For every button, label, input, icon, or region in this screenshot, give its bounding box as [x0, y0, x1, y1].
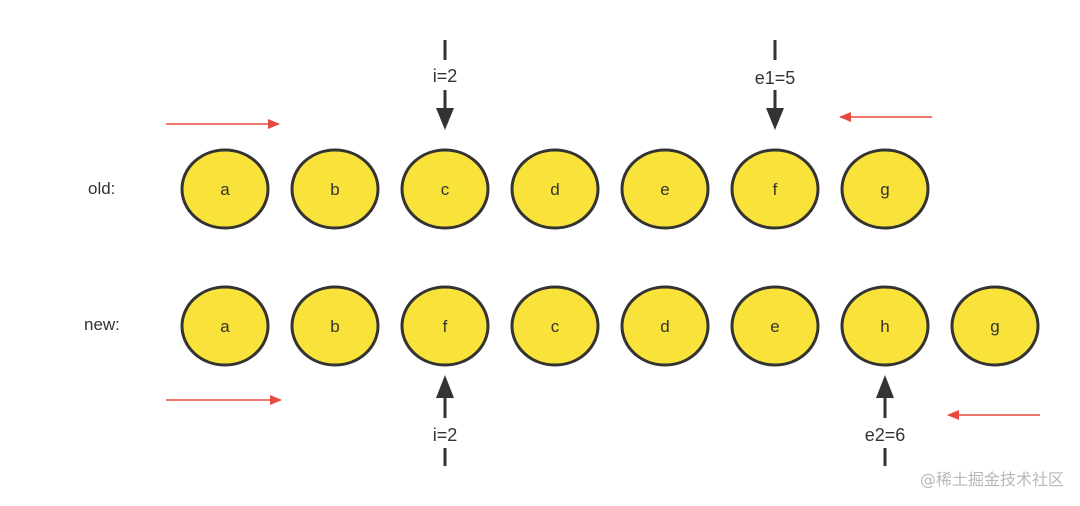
old-node-e: e — [620, 148, 710, 230]
new-row-label: new: — [84, 315, 120, 334]
node-label: e — [660, 180, 669, 199]
arrow-down-icon — [436, 108, 454, 130]
old-node-c: c — [400, 148, 490, 230]
node-circle — [620, 285, 710, 367]
node-label: c — [441, 180, 450, 199]
node-circle — [840, 148, 930, 230]
node-circle — [400, 285, 490, 367]
node-circle — [510, 148, 600, 230]
node-label: c — [551, 317, 560, 336]
old-row: a b c d e f g — [180, 148, 930, 230]
node-circle — [730, 148, 820, 230]
new-node-h: h — [840, 285, 930, 367]
node-label: b — [330, 180, 339, 199]
new-node-b: b — [290, 285, 380, 367]
node-label: d — [550, 180, 559, 199]
arrow-up-icon — [876, 375, 894, 398]
old-e1-pointer: e1=5 — [755, 40, 796, 130]
node-label: g — [990, 317, 999, 336]
new-i-pointer-label: i=2 — [433, 425, 458, 445]
old-node-d: d — [510, 148, 600, 230]
node-label: b — [330, 317, 339, 336]
old-node-b: b — [290, 148, 380, 230]
node-circle — [290, 148, 380, 230]
node-circle — [620, 148, 710, 230]
node-circle — [840, 285, 930, 367]
node-label: g — [880, 180, 889, 199]
node-label: e — [770, 317, 779, 336]
node-circle — [510, 285, 600, 367]
old-e1-pointer-label: e1=5 — [755, 68, 796, 88]
old-i-pointer: i=2 — [433, 40, 458, 130]
arrow-down-icon — [766, 108, 784, 130]
node-circle — [950, 285, 1040, 367]
node-label: h — [880, 317, 889, 336]
new-node-e: e — [730, 285, 820, 367]
new-i-pointer: i=2 — [433, 375, 458, 466]
new-node-g: g — [950, 285, 1040, 367]
node-circle — [730, 285, 820, 367]
new-node-d: d — [620, 285, 710, 367]
node-label: a — [220, 317, 230, 336]
node-label: f — [443, 317, 448, 336]
old-node-f: f — [730, 148, 820, 230]
old-row-label: old: — [88, 179, 115, 198]
watermark: @稀土掘金技术社区 — [919, 470, 1064, 489]
arrow-up-icon — [436, 375, 454, 398]
old-i-pointer-label: i=2 — [433, 66, 458, 86]
node-circle — [180, 285, 270, 367]
new-node-c: c — [510, 285, 600, 367]
node-circle — [290, 285, 380, 367]
old-node-a: a — [180, 148, 270, 230]
node-label: f — [773, 180, 778, 199]
new-node-a: a — [180, 285, 270, 367]
node-circle — [180, 148, 270, 230]
new-e2-pointer-label: e2=6 — [865, 425, 906, 445]
node-circle — [400, 148, 490, 230]
new-e2-pointer: e2=6 — [865, 375, 906, 466]
old-node-g: g — [840, 148, 930, 230]
node-label: d — [660, 317, 669, 336]
node-label: a — [220, 180, 230, 199]
new-node-f: f — [400, 285, 490, 367]
